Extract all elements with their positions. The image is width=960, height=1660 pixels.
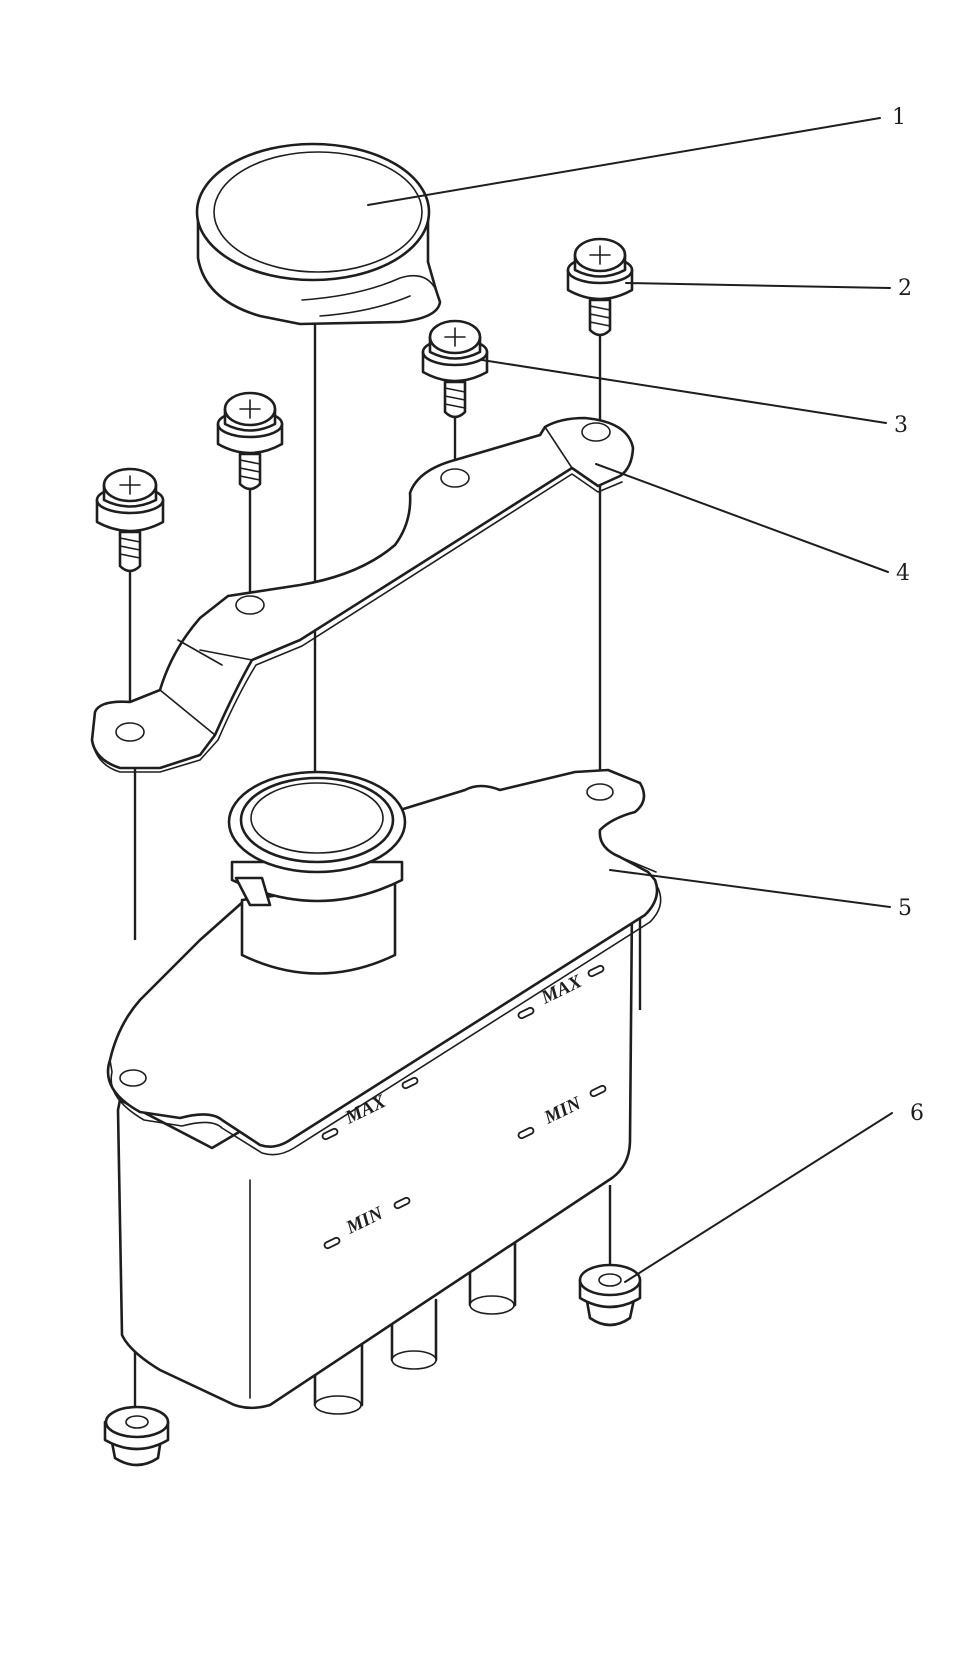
leader-6 <box>624 1112 893 1283</box>
leader-5 <box>609 869 891 908</box>
callout-numbers: 1 2 3 4 5 6 <box>892 105 924 1126</box>
callout-3: 3 <box>894 413 908 438</box>
screw-mid <box>421 319 489 419</box>
leader-4 <box>595 463 889 573</box>
assembly-axes <box>128 318 642 1420</box>
grommet-left <box>103 1405 170 1467</box>
leader-2 <box>625 282 891 289</box>
callout-4: 4 <box>896 561 910 586</box>
callout-2: 2 <box>898 276 912 301</box>
filler-cap <box>195 142 442 326</box>
mounting-bracket <box>90 416 635 773</box>
callout-5: 5 <box>898 896 912 921</box>
filler-neck <box>227 770 407 975</box>
screw-left-upper <box>216 391 284 491</box>
reservoir-tank: MAX MIN MAX MIN <box>106 768 662 1415</box>
leader-1 <box>367 117 881 206</box>
leader-lines <box>367 117 893 1283</box>
grommet-right <box>578 1263 642 1327</box>
leader-3 <box>481 359 887 424</box>
level-mark-dashes <box>321 964 607 1250</box>
screw-right <box>566 237 634 337</box>
callout-1: 1 <box>892 105 906 130</box>
screw-left-lower <box>95 467 165 573</box>
callout-6: 6 <box>910 1101 924 1126</box>
